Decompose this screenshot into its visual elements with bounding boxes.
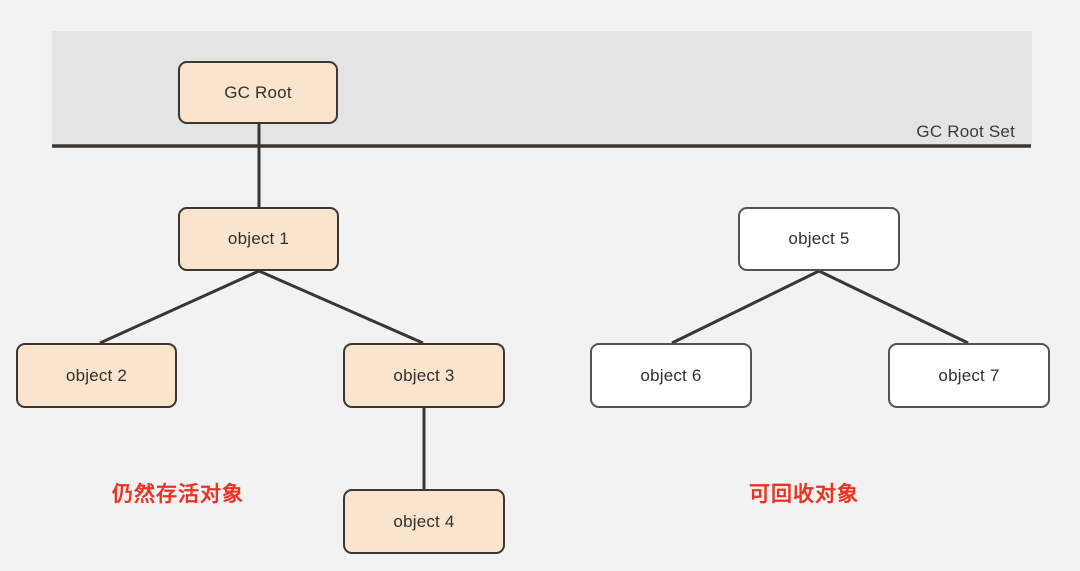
node-object-3[interactable]: object 3 [343,343,505,408]
node-object-5[interactable]: object 5 [738,207,900,271]
edge-object-5-to-object-7 [818,269,969,345]
node-object-4-label: object 4 [393,511,455,531]
node-gc-root[interactable]: GC Root [178,61,338,124]
edge-object-1-to-object-2 [99,269,260,345]
node-object-3-label: object 3 [393,365,455,385]
legend-live-objects: 仍然存活对象 [112,483,244,506]
edge-object-1-to-object-3 [258,269,424,345]
legend-collectable-objects: 可回收对象 [749,483,859,506]
node-object-7[interactable]: object 7 [888,343,1050,408]
node-object-4[interactable]: object 4 [343,489,505,554]
node-object-2-label: object 2 [65,365,128,385]
node-object-6[interactable]: object 6 [590,343,752,408]
node-object-2[interactable]: object 2 [16,343,177,408]
node-object-1-label: object 1 [227,229,290,248]
gc-root-set-label: GC Root Set [916,122,1015,141]
node-object-5-label: object 5 [788,229,850,248]
node-gc-root-label: GC Root [224,82,292,102]
node-object-6-label: object 6 [640,365,702,385]
edge-object-5-to-object-6 [671,269,820,345]
node-object-1[interactable]: object 1 [178,207,339,271]
node-object-7-label: object 7 [938,365,1000,385]
